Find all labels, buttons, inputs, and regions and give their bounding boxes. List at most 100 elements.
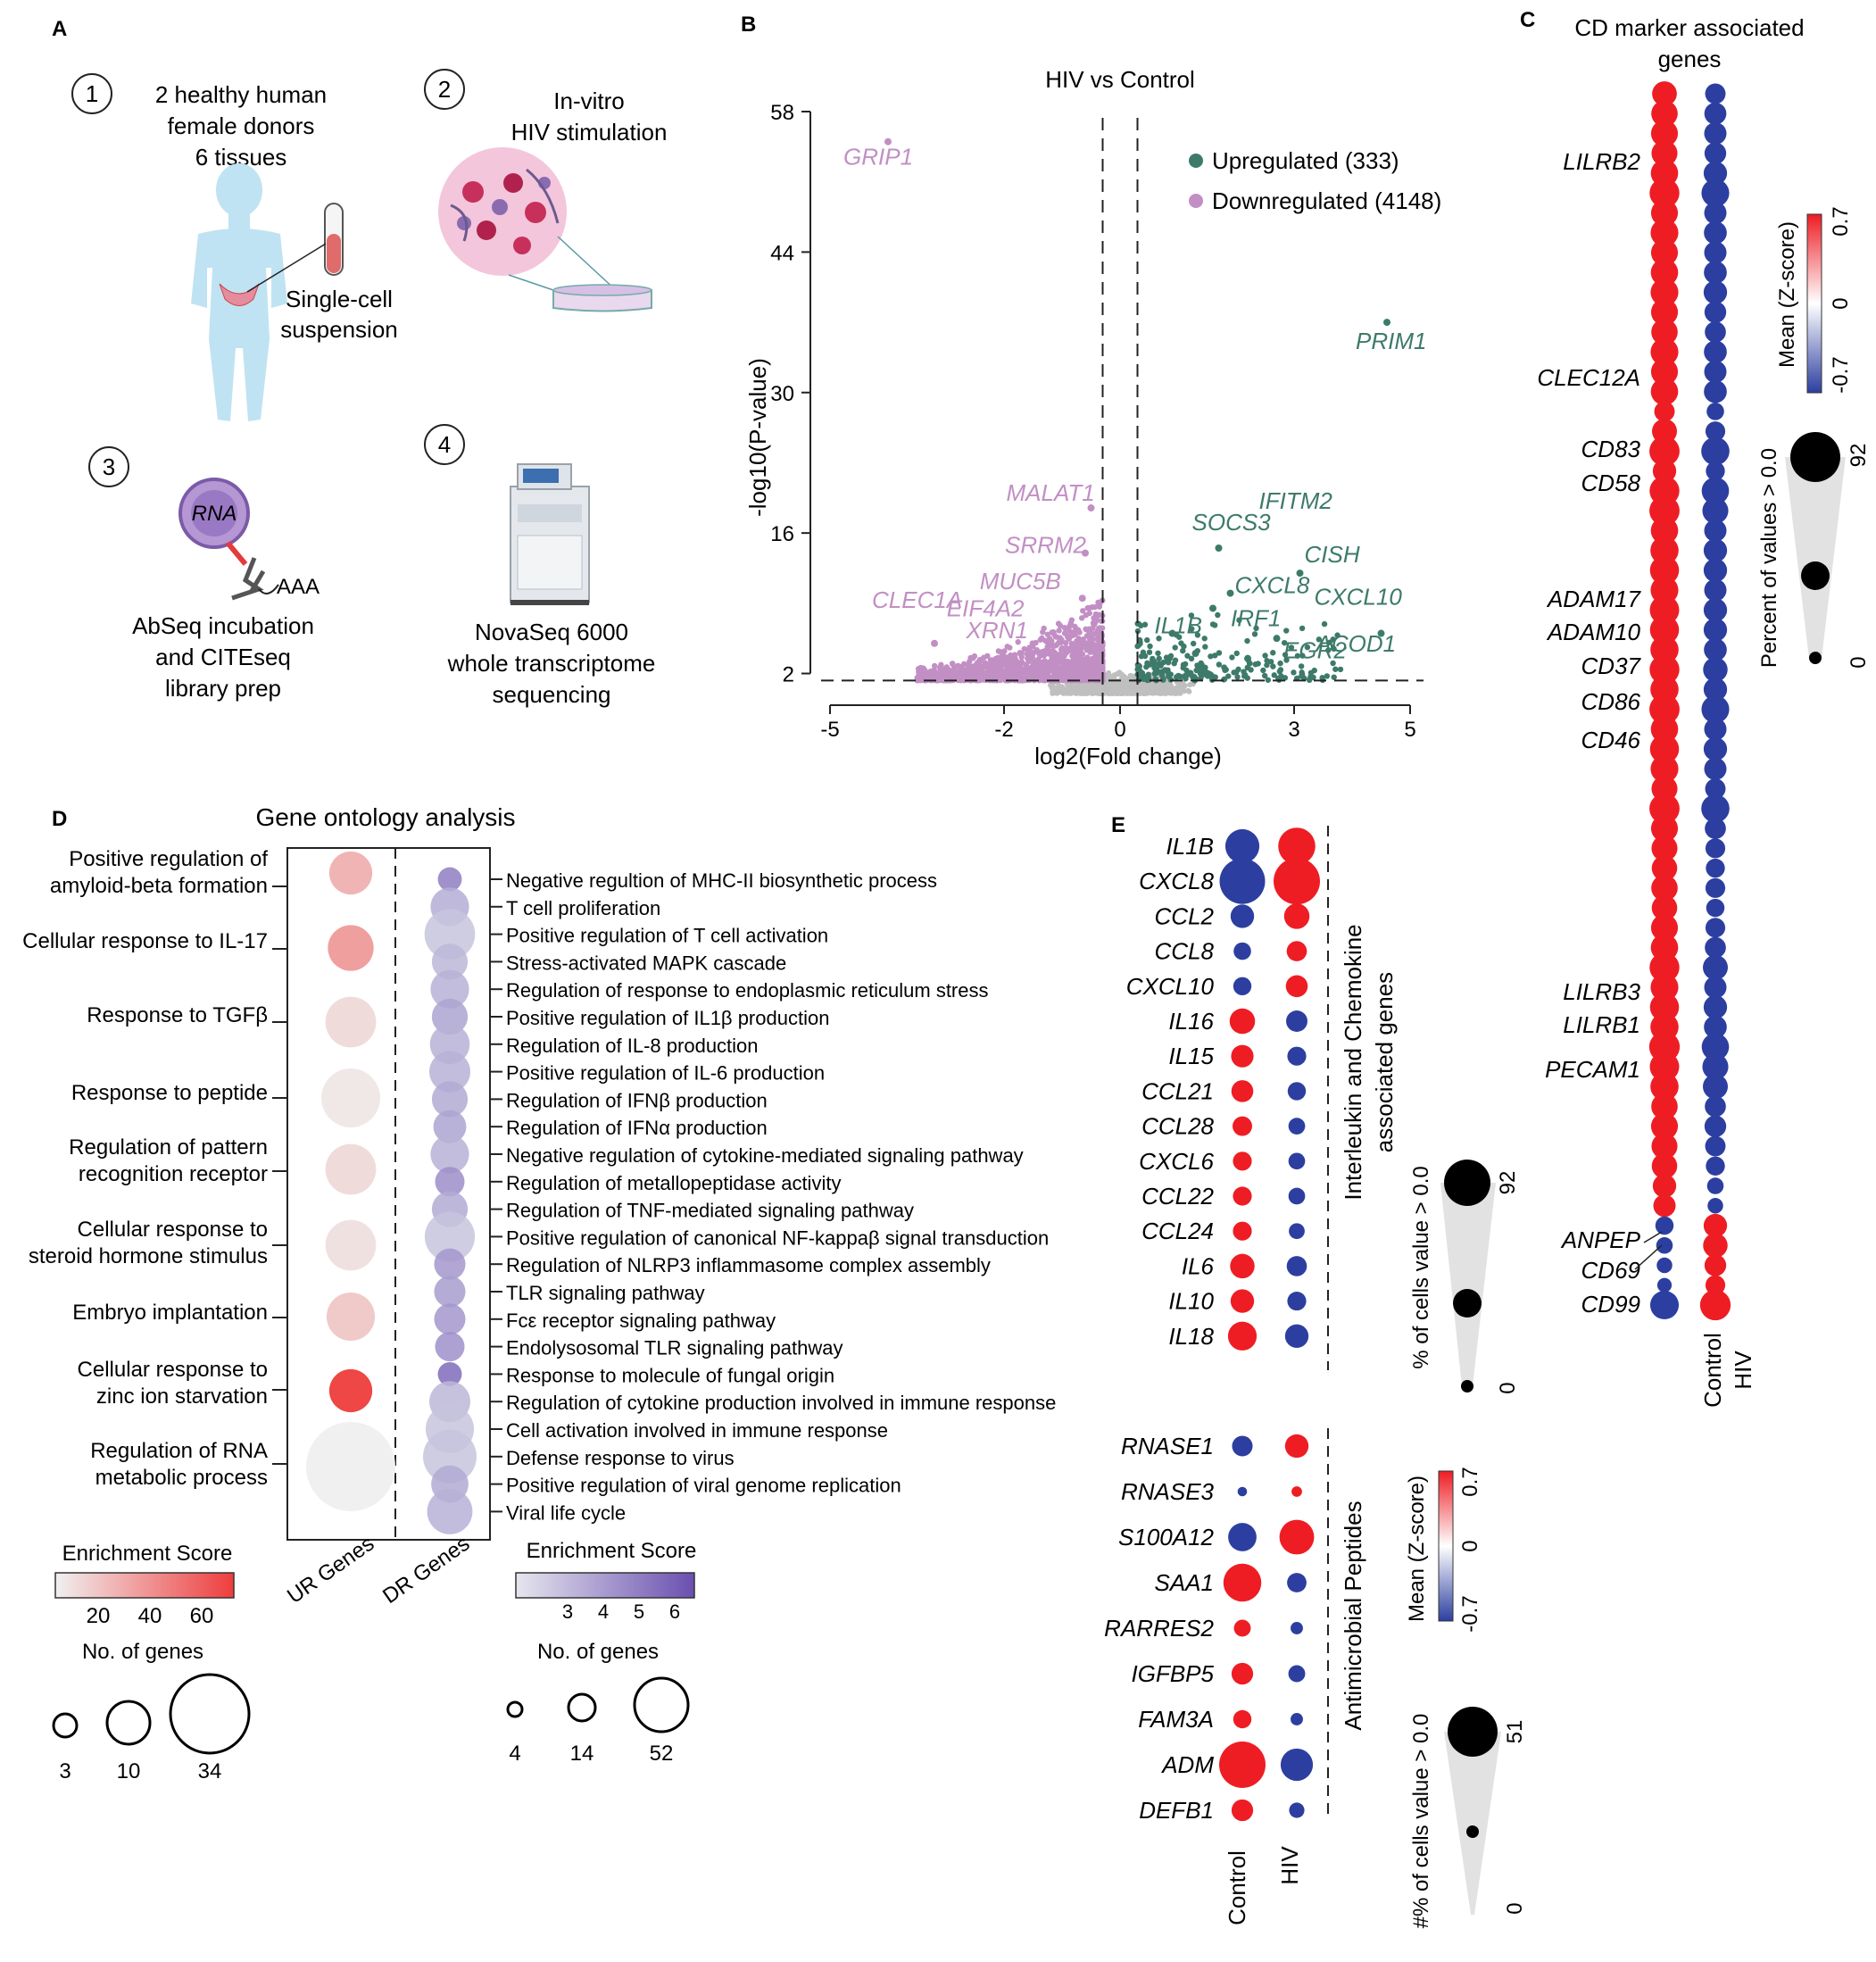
- e-dot-control: [1231, 1799, 1254, 1822]
- volcano-labeled-point: [1296, 569, 1304, 578]
- volcano-point-down: [1059, 645, 1066, 653]
- cd-dot-hiv: [1705, 818, 1726, 839]
- e-group1-label-1: Interleukin and Chemokine: [1340, 924, 1366, 1200]
- e-dot-control: [1231, 1080, 1254, 1102]
- e-dot-hiv: [1280, 1748, 1314, 1782]
- volcano-point-ns: [1108, 673, 1114, 679]
- cd-dot-hiv: [1704, 379, 1727, 403]
- cd-dot-control: [1651, 1133, 1678, 1160]
- volcano-labeled-point: [931, 639, 938, 647]
- cd-marker-dots: [1648, 81, 1731, 1321]
- volcano-point-up: [1281, 639, 1288, 646]
- cd-dot-hiv: [1706, 858, 1725, 878]
- cd-dot-hiv: [1705, 1135, 1726, 1157]
- cd-gene-label: CD69: [1581, 1257, 1640, 1284]
- volcano-point-down: [965, 661, 971, 668]
- e-dot-hiv: [1289, 1223, 1305, 1240]
- volcano-point-down: [1001, 648, 1008, 654]
- volcano-x-tick-label: 5: [1404, 718, 1415, 742]
- go-dr-dot: [424, 909, 476, 960]
- volcano-point-ns: [1071, 682, 1077, 688]
- volcano-point-up: [1233, 650, 1240, 657]
- cd-dot-hiv: [1705, 421, 1726, 442]
- e-gene-label: CXCL6: [1139, 1148, 1214, 1175]
- go-plot-frame: [286, 847, 491, 1541]
- go-dr-dot: [429, 1051, 470, 1093]
- volcano-point-ns: [1179, 680, 1185, 686]
- volcano-point-down: [1053, 651, 1060, 658]
- volcano-point-down: [1036, 674, 1043, 680]
- volcano-point-down: [1011, 670, 1018, 677]
- cd-dot-hiv: [1704, 1015, 1727, 1039]
- cd-dot-hiv: [1705, 1095, 1726, 1118]
- volcano-point-down: [1079, 670, 1086, 677]
- dr-colorbar: [515, 1572, 695, 1599]
- panel-e-label: E: [1111, 813, 1125, 837]
- step-4-text-3: sequencing: [493, 681, 611, 708]
- cd-dot-hiv: [1704, 201, 1727, 224]
- ur-colorbar: [54, 1572, 235, 1599]
- cd-dot-hiv: [1703, 995, 1728, 1019]
- volcano-point-up: [1171, 661, 1177, 667]
- go-dr-term-label: Positive regulation of T cell activation: [506, 925, 828, 947]
- go-dr-term-label: Endolysosomal TLR signaling pathway: [506, 1337, 843, 1359]
- volcano-point-up: [1283, 657, 1290, 663]
- volcano-point-ns: [1110, 690, 1116, 696]
- volcano-point-ns: [1102, 683, 1108, 689]
- volcano-point-down: [1017, 651, 1024, 657]
- go-ur-dot: [326, 1292, 376, 1342]
- volcano-point-up: [1265, 677, 1272, 683]
- volcano-point-down: [1054, 671, 1061, 678]
- volcano-point-up: [1151, 670, 1158, 678]
- volcano-point-up: [1134, 628, 1141, 635]
- volcano-point-down: [1015, 639, 1021, 645]
- volcano-point-up: [1276, 668, 1283, 675]
- volcano-point-ns: [1090, 686, 1096, 693]
- volcano-point-up: [1294, 653, 1301, 659]
- cd-dot-hiv: [1704, 757, 1727, 780]
- go-ur-term-label: Regulation of pattern: [69, 1135, 268, 1160]
- cd-dot-control: [1649, 952, 1680, 983]
- volcano-gene-label: ACOD1: [1315, 630, 1397, 657]
- cd-dot-control: [1655, 1216, 1674, 1235]
- petri-dish-icon: [508, 236, 652, 312]
- cd-dot-hiv: [1703, 657, 1728, 682]
- volcano-point-down: [1004, 667, 1010, 673]
- e-dot-control: [1233, 1186, 1252, 1206]
- volcano-point-ns: [1086, 683, 1092, 689]
- volcano-point-up: [1236, 617, 1242, 623]
- cd-gene-label: CD86: [1581, 688, 1641, 715]
- human-body-icon: [191, 163, 287, 421]
- volcano-point-down: [994, 661, 1000, 668]
- volcano-point-down: [914, 676, 921, 682]
- e-mean-colorbar: 0.7 0 -0.7 Mean (Z-score): [1405, 1467, 1482, 1632]
- volcano-point-down: [1094, 654, 1100, 661]
- volcano-labeled-point: [1273, 635, 1281, 643]
- volcano-point-up: [1180, 647, 1186, 654]
- cd-dot-control: [1649, 793, 1680, 824]
- anpep-pointer: [1643, 1231, 1663, 1243]
- e-dot-hiv: [1274, 858, 1320, 905]
- e-dot-hiv: [1287, 1292, 1307, 1311]
- step-3-circle: [88, 446, 129, 487]
- volcano-point-ns: [1166, 688, 1172, 694]
- volcano-point-down: [958, 677, 964, 684]
- dr-tick-3: 3: [562, 1600, 573, 1623]
- go-dr-term-label: Positive regulation of viral genome repl…: [506, 1475, 901, 1497]
- volcano-point-down: [961, 668, 968, 674]
- cd-dot-hiv: [1699, 1289, 1731, 1321]
- volcano-point-down: [1017, 675, 1024, 681]
- volcano-point-up: [1234, 674, 1241, 680]
- go-dr-dot: [431, 998, 469, 1035]
- go-ur-term-label: Cellular response to IL-17: [22, 929, 268, 953]
- cd-gene-label: ANPEP: [1560, 1226, 1641, 1253]
- volcano-labeled-point: [1087, 635, 1095, 643]
- cd-dot-control: [1649, 734, 1680, 764]
- c-mean-tick-top: 0.7: [1829, 206, 1853, 236]
- volcano-point-up: [1155, 650, 1161, 656]
- volcano-point-up: [1255, 661, 1261, 667]
- cd-dot-control: [1651, 875, 1678, 902]
- volcano-points: [914, 597, 1344, 696]
- go-dr-dot: [431, 1081, 469, 1118]
- cd-dot-control: [1650, 278, 1679, 307]
